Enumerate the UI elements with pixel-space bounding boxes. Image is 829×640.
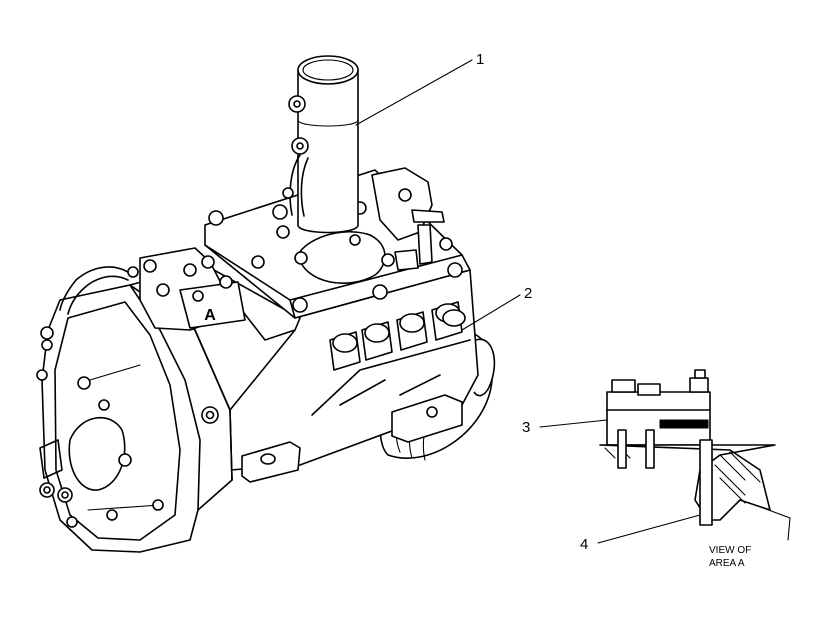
detail-view-area-a <box>599 369 791 541</box>
callout-2: 2 <box>461 285 532 331</box>
callout-1: 1 <box>355 51 484 126</box>
mounting-foot-right <box>391 394 463 443</box>
governor-bolts <box>36 326 164 528</box>
area-a-block: A <box>139 247 246 331</box>
callout-4: 4 <box>580 514 701 553</box>
cylinder-tube <box>282 55 359 234</box>
callout-number: 2 <box>524 285 532 302</box>
callout-number: 4 <box>580 536 588 553</box>
pin-item-4 <box>699 439 713 526</box>
callout-3: 3 <box>522 419 608 436</box>
view-caption-line1: VIEW OF <box>709 545 751 556</box>
callout-number: 3 <box>522 419 530 436</box>
delivery-valve-fittings <box>329 301 466 371</box>
callout-number: 1 <box>476 51 484 68</box>
view-caption-line2: AREA A <box>709 558 745 569</box>
fuel-line <box>59 266 129 311</box>
area-a-label: A <box>204 307 216 324</box>
pump-assembly: A <box>36 55 496 553</box>
